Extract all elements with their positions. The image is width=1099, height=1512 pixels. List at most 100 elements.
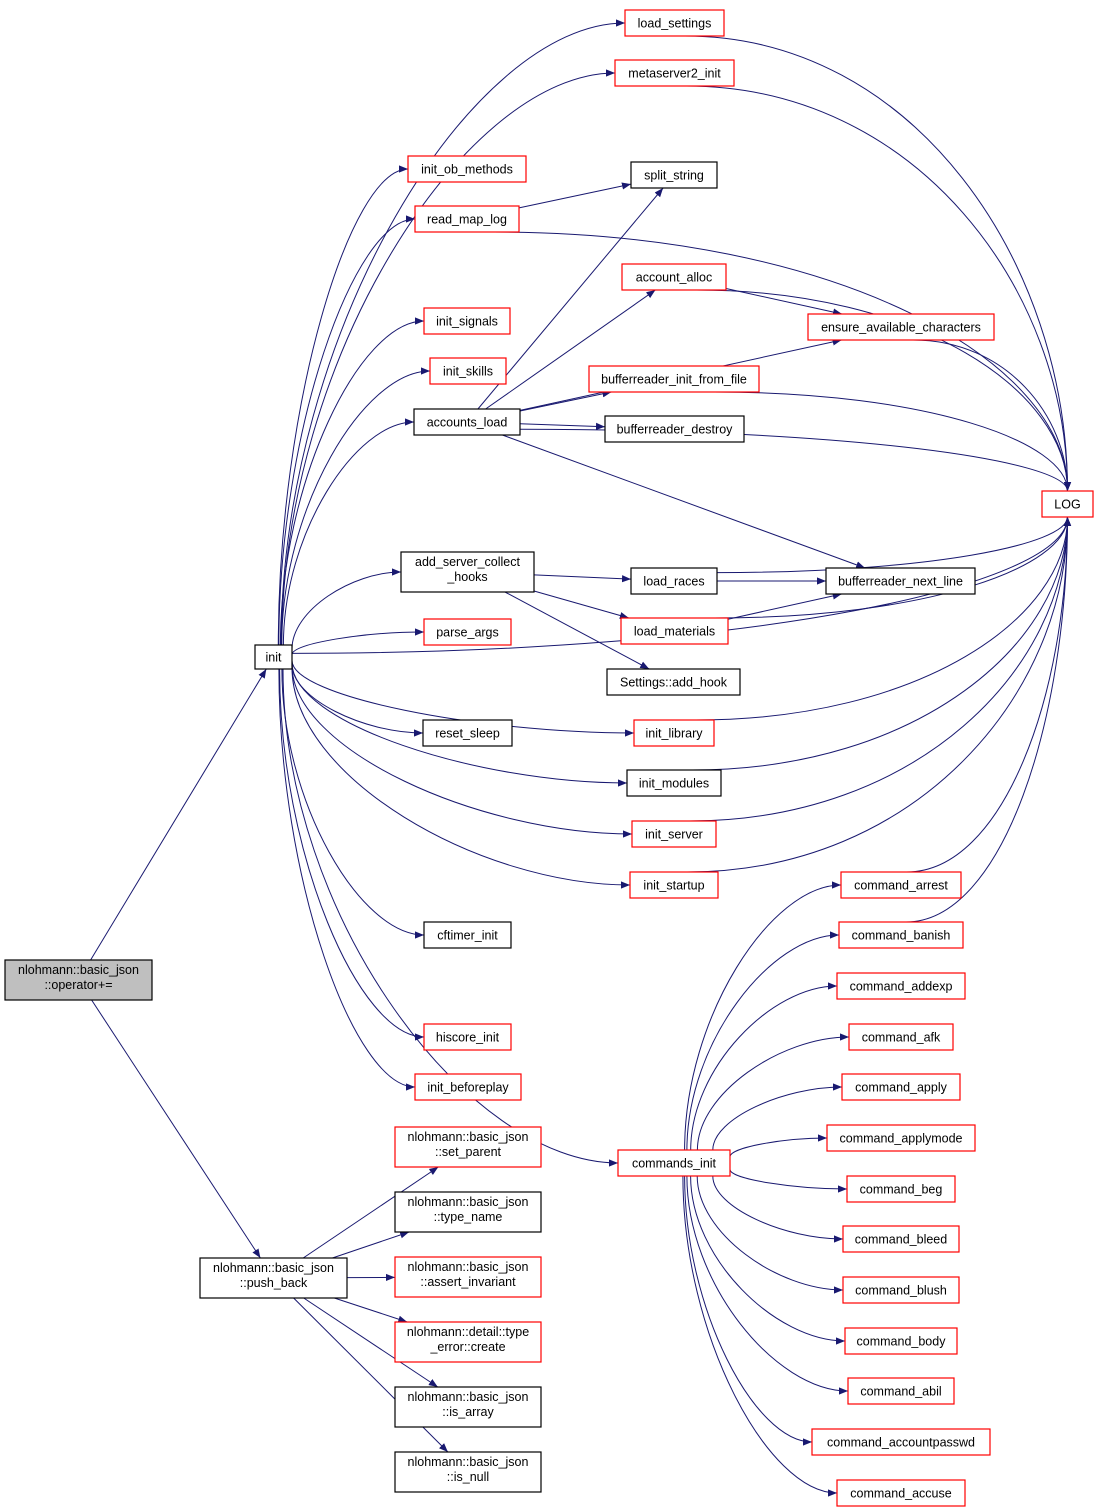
node-command-accuse[interactable]: command_accuse <box>836 1479 966 1507</box>
node-command-afk[interactable]: command_afk <box>848 1023 954 1051</box>
edge-path <box>90 668 267 961</box>
edge-path <box>533 574 632 583</box>
node-command-applymode[interactable]: command_applymode <box>826 1124 976 1152</box>
edge-commands_init-to-command_apply <box>712 1083 843 1151</box>
node-init-signals[interactable]: init_signals <box>423 307 511 335</box>
node-box <box>811 1428 991 1456</box>
node-box <box>423 307 511 335</box>
node-init[interactable]: init <box>254 644 293 670</box>
node-command-addexp[interactable]: command_addexp <box>836 972 966 1000</box>
node-box <box>400 551 535 593</box>
node-label: command_bleed <box>855 1233 947 1247</box>
node-command-abil[interactable]: command_abil <box>847 1377 955 1405</box>
node-command-banish[interactable]: command_banish <box>838 921 964 949</box>
edge-path <box>714 391 1072 492</box>
node-box <box>836 1479 966 1507</box>
node-is-null[interactable]: nlohmann::basic_json::is_null <box>394 1451 542 1493</box>
edge-path <box>293 1297 449 1453</box>
node-box <box>422 719 513 747</box>
edge-path <box>332 1231 410 1259</box>
node-load-races[interactable]: load_races <box>630 567 718 595</box>
node-type-name[interactable]: nlohmann::basic_json::type_name <box>394 1191 542 1233</box>
node-box <box>630 161 718 189</box>
node-assert-invariant[interactable]: nlohmann::basic_json::assert_invariant <box>394 1256 542 1298</box>
node-type-error-create[interactable]: nlohmann::detail::type_error::create <box>394 1321 542 1363</box>
node-box <box>844 1327 958 1355</box>
node-is-array[interactable]: nlohmann::basic_json::is_array <box>394 1386 542 1428</box>
edge-path <box>291 516 1072 654</box>
edge-path <box>282 668 619 1167</box>
node-label: _error::create <box>429 1340 505 1354</box>
edge-init-to-init_skills <box>281 367 431 646</box>
edge-account_alloc-to-LOG <box>696 289 1072 492</box>
node-root[interactable]: nlohmann::basic_json::operator+= <box>4 959 153 1001</box>
edge-path <box>690 1175 846 1345</box>
node-load-settings[interactable]: load_settings <box>624 9 725 37</box>
node-label: ::is_null <box>447 1470 489 1484</box>
edge-path <box>519 390 612 412</box>
node-label: ::push_back <box>240 1276 308 1290</box>
edge-bufferreader_init_from_file-to-LOG <box>714 391 1072 492</box>
node-box <box>846 1175 956 1203</box>
node-ensure-available-characters[interactable]: ensure_available_characters <box>807 313 995 341</box>
edge-init_server-to-LOG <box>689 516 1072 822</box>
node-push-back[interactable]: nlohmann::basic_json::push_back <box>199 1257 348 1299</box>
node-parse-args[interactable]: parse_args <box>423 618 512 646</box>
node-label: command_addexp <box>850 980 953 994</box>
node-box <box>394 1321 542 1363</box>
node-command-body[interactable]: command_body <box>844 1327 958 1355</box>
node-init-ob-methods[interactable]: init_ob_methods <box>407 155 527 183</box>
node-label: nlohmann::basic_json <box>18 963 139 977</box>
node-add-server-collect-hooks[interactable]: add_server_collect_hooks <box>400 551 535 593</box>
node-hiscore-init[interactable]: hiscore_init <box>423 1023 512 1051</box>
node-command-arrest[interactable]: command_arrest <box>840 871 962 899</box>
node-cftimer-init[interactable]: cftimer_init <box>423 921 512 949</box>
node-label: init_server <box>645 828 703 842</box>
node-command-beg[interactable]: command_beg <box>846 1175 956 1203</box>
node-command-bleed[interactable]: command_bleed <box>842 1225 960 1253</box>
node-box <box>825 567 976 595</box>
edge-accounts_load-to-bufferreader_destroy <box>519 422 606 430</box>
node-label: command_abil <box>860 1385 941 1399</box>
node-init-modules[interactable]: init_modules <box>626 769 722 797</box>
node-command-apply[interactable]: command_apply <box>841 1073 961 1101</box>
node-init-library[interactable]: init_library <box>633 719 715 747</box>
node-load-materials[interactable]: load_materials <box>620 617 729 645</box>
edge-init-to-hiscore_init <box>279 668 425 1041</box>
edge-path <box>291 660 635 737</box>
node-bufferreader-init-from-file[interactable]: bufferreader_init_from_file <box>588 365 760 393</box>
node-metaserver2-init[interactable]: metaserver2_init <box>614 59 735 87</box>
edge-path <box>687 516 1072 873</box>
node-reset-sleep[interactable]: reset_sleep <box>422 719 513 747</box>
edge-init-to-metaserver2_init <box>281 69 616 646</box>
node-box <box>842 1276 960 1304</box>
node-command-blush[interactable]: command_blush <box>842 1276 960 1304</box>
node-box <box>414 1073 522 1101</box>
node-init-server[interactable]: init_server <box>631 820 717 848</box>
node-commands-init[interactable]: commands_init <box>617 1149 731 1177</box>
node-account-alloc[interactable]: account_alloc <box>621 263 727 291</box>
edge-commands_init-to-command_blush <box>696 1175 844 1294</box>
node-label: _hooks <box>446 570 487 584</box>
node-read-map-log[interactable]: read_map_log <box>414 205 520 233</box>
edge-init-to-add_server_collect_hooks <box>291 568 402 649</box>
node-label: parse_args <box>436 626 499 640</box>
node-init-startup[interactable]: init_startup <box>629 871 719 899</box>
node-box <box>620 617 729 645</box>
edge-root-to-init <box>90 668 267 961</box>
node-bufferreader-next-line[interactable]: bufferreader_next_line <box>825 567 976 595</box>
edge-accounts_load-to-bufferreader_init_from_file <box>519 390 612 412</box>
node-settings-add-hook[interactable]: Settings::add_hook <box>606 668 741 696</box>
node-accounts-load[interactable]: accounts_load <box>413 408 521 436</box>
edge-path <box>696 289 1072 492</box>
node-bufferreader-destroy[interactable]: bufferreader_destroy <box>604 415 745 443</box>
node-split-string[interactable]: split_string <box>630 161 718 189</box>
node-init-beforeplay[interactable]: init_beforeplay <box>414 1073 522 1101</box>
edge-path <box>686 1175 849 1395</box>
node-label: reset_sleep <box>435 727 500 741</box>
node-set-parent[interactable]: nlohmann::basic_json::set_parent <box>394 1126 542 1168</box>
node-init-skills[interactable]: init_skills <box>429 357 507 385</box>
node-command-accountpasswd[interactable]: command_accountpasswd <box>811 1428 991 1456</box>
edge-push_back-to-is_array <box>303 1297 439 1388</box>
node-LOG[interactable]: LOG <box>1041 490 1094 518</box>
